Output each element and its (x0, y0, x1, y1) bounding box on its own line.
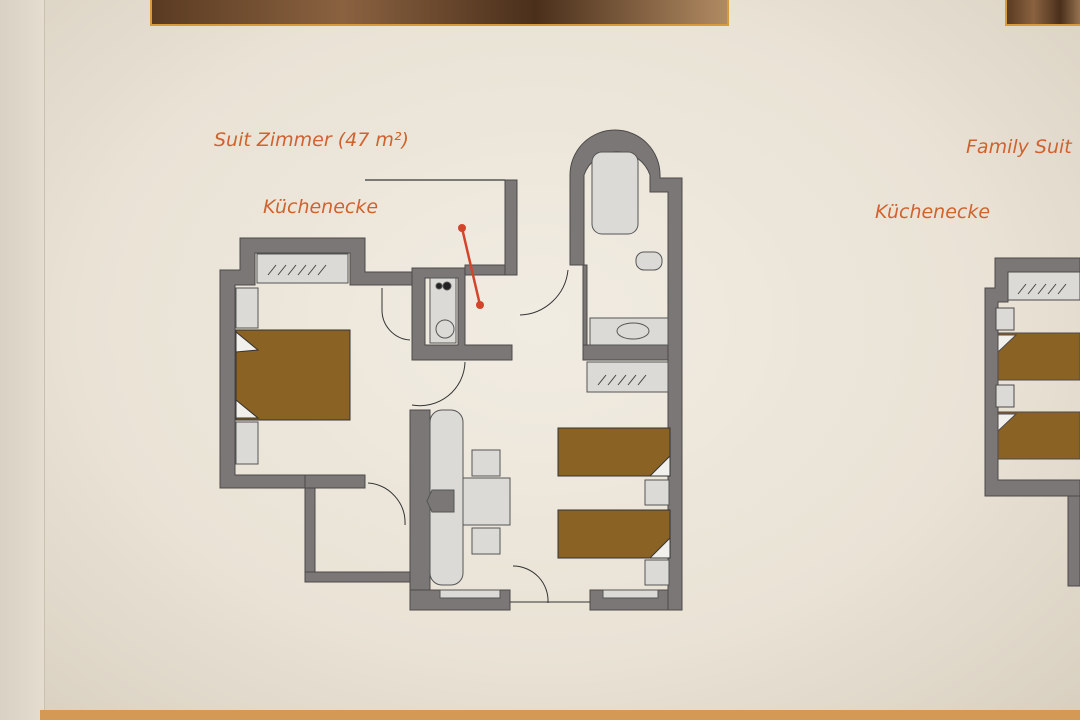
dining-table (462, 477, 511, 526)
double-bed (235, 329, 351, 421)
beds (235, 329, 671, 559)
left-page-edge (0, 0, 45, 720)
top-photo (150, 0, 729, 26)
toilet (635, 251, 663, 271)
single-bed (557, 427, 671, 477)
top-photo-right (1005, 0, 1080, 26)
kitchen-label: Küchenecke (263, 196, 379, 218)
wardrobe (256, 253, 349, 284)
plan-title-2: Family Suit (966, 136, 1072, 158)
family-suite-plan (984, 257, 1080, 587)
doors (367, 269, 590, 604)
kitchen-label-2: Küchenecke (875, 201, 991, 223)
bathtub (591, 151, 639, 235)
plan-title: Suit Zimmer (47 m²) (214, 129, 409, 151)
walls (219, 129, 683, 611)
fixtures (235, 151, 670, 599)
single-bed (557, 509, 671, 559)
bottom-strip (40, 710, 1080, 720)
kitchen-marker (458, 224, 484, 309)
wardrobe-2 (586, 361, 669, 393)
